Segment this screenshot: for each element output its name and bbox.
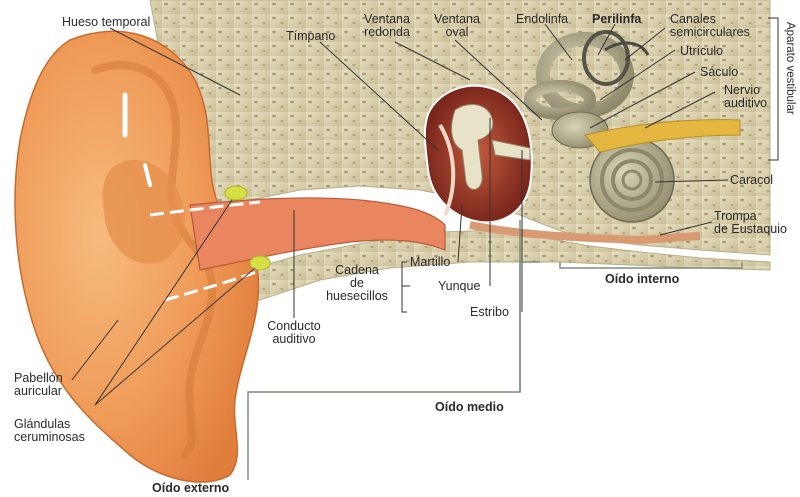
label-ventana-redonda-line2: redonda [358,26,416,39]
label-estribo: Estribo [470,306,509,319]
label-ventana-redonda: Ventana redonda [358,13,416,39]
label-cadena-huesecillos: Cadena de huesecillos [318,264,396,303]
section-oido-externo: Oído externo [152,481,229,495]
label-conducto-auditivo: Conducto auditivo [258,320,330,346]
label-ventana-oval-line2: oval [428,26,486,39]
label-trompa-eustaquio: Trompa de Eustaquio [714,210,787,236]
label-nervio-auditivo: Nervio auditivo [724,84,767,110]
label-perilinfa: Perilinfa [592,13,641,26]
ceruminous-gland [250,256,270,270]
label-glandulas-ceruminosas: Glándulas ceruminosas [14,418,85,444]
label-pabellon-auricular: Pabellón auricular [14,372,63,398]
label-saculo: Sáculo [700,66,738,79]
section-oido-interno: Oído interno [605,272,679,286]
label-nervio-line2: auditivo [724,97,767,110]
label-conducto-line2: auditivo [258,333,330,346]
label-caracol: Caracol [730,174,773,187]
ceruminous-gland [225,186,247,200]
label-pabellon-line2: auricular [14,385,63,398]
label-trompa-line2: de Eustaquio [714,223,787,236]
label-timpano: Tímpano [286,30,335,43]
label-yunque: Yunque [438,280,480,293]
label-aparato-vestibular: Aparato vestibular [784,22,796,115]
section-oido-medio: Oído medio [435,400,504,414]
label-canales-line2: semicirculares [670,26,750,39]
label-martillo: Martillo [410,256,450,269]
label-utriculo: Utrículo [680,45,723,58]
label-hueso-temporal: Hueso temporal [62,16,150,29]
label-canales-semicirculares: Canales semicirculares [670,13,750,39]
label-endolinfa: Endolinfa [516,13,568,26]
label-ventana-oval: Ventana oval [428,13,486,39]
label-cadena-line3: huesecillos [318,290,396,303]
label-glandulas-line2: ceruminosas [14,431,85,444]
